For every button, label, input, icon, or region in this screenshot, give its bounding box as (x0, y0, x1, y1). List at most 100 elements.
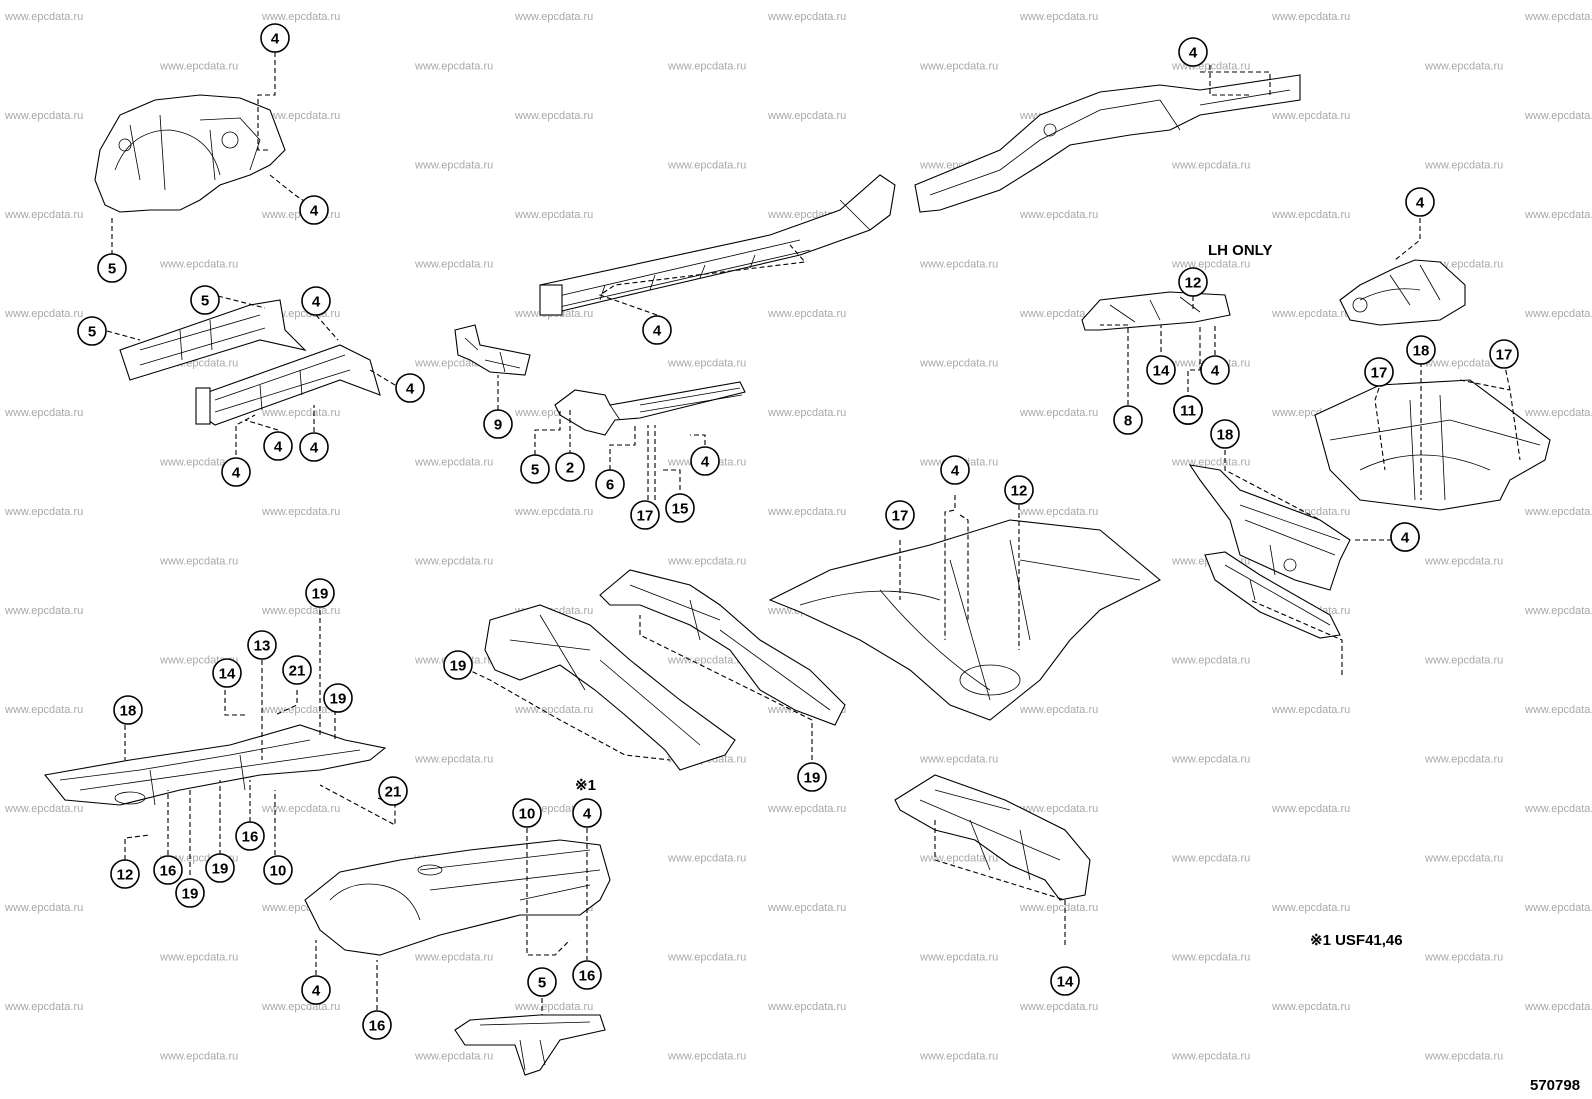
svg-text:4: 4 (701, 454, 710, 471)
watermark: www.epcdata.ru (1171, 655, 1250, 667)
watermark: www.epcdata.ru (1524, 110, 1592, 122)
watermark: www.epcdata.ru (1019, 11, 1098, 23)
callout-19: 19 (443, 650, 473, 680)
callout-16: 16 (235, 821, 265, 851)
watermark: www.epcdata.ru (667, 952, 746, 964)
svg-text:5: 5 (531, 462, 539, 479)
watermark: www.epcdata.ru (4, 704, 83, 716)
callout-19: 19 (175, 878, 205, 908)
watermark: www.epcdata.ru (1019, 506, 1098, 518)
svg-text:21: 21 (289, 663, 306, 680)
callout-9: 9 (483, 409, 513, 439)
part-rear-floor-crossmember-lh (1081, 291, 1231, 331)
svg-text:4: 4 (1416, 195, 1425, 212)
svg-text:17: 17 (1371, 365, 1388, 382)
callout-12: 12 (110, 859, 140, 889)
callout-4: 4 (642, 315, 672, 345)
watermark: www.epcdata.ru (414, 952, 493, 964)
watermark: www.epcdata.ru (4, 506, 83, 518)
part-front-bracket-9 (454, 324, 531, 376)
svg-text:12: 12 (117, 867, 134, 884)
watermark: www.epcdata.ru (414, 160, 493, 172)
callout-12: 12 (1178, 267, 1208, 297)
svg-text:4: 4 (1401, 530, 1410, 547)
part-center-floor-pan (768, 519, 1161, 721)
callout-4: 4 (221, 457, 251, 487)
callout-19: 19 (323, 683, 353, 713)
svg-text:4: 4 (310, 440, 319, 457)
watermark: www.epcdata.ru (667, 853, 746, 865)
svg-text:19: 19 (804, 770, 821, 787)
watermark: www.epcdata.ru (514, 704, 593, 716)
svg-text:5: 5 (108, 261, 116, 278)
svg-text:15: 15 (672, 501, 689, 518)
watermark: www.epcdata.ru (261, 11, 340, 23)
svg-text:4: 4 (653, 323, 662, 340)
watermark: www.epcdata.ru (159, 952, 238, 964)
callout-4: 4 (301, 975, 331, 1005)
svg-text:21: 21 (385, 784, 402, 801)
watermark: www.epcdata.ru (1524, 209, 1592, 221)
watermark: www.epcdata.ru (4, 110, 83, 122)
leader-lines (106, 52, 1521, 1015)
watermark: www.epcdata.ru (1019, 902, 1098, 914)
svg-text:4: 4 (271, 31, 280, 48)
watermark: www.epcdata.ru (1171, 259, 1250, 271)
callout-14: 14 (212, 658, 242, 688)
watermark: www.epcdata.ru (261, 605, 340, 617)
callout-5: 5 (97, 253, 127, 283)
callout-14: 14 (1146, 355, 1176, 385)
part-floor-side-sill (554, 381, 746, 436)
watermark: www.epcdata.ru (159, 61, 238, 73)
watermark: www.epcdata.ru (767, 110, 846, 122)
callout-10: 10 (263, 855, 293, 885)
watermark: www.epcdata.ru (919, 358, 998, 370)
watermark: www.epcdata.ru (767, 803, 846, 815)
callout-5: 5 (520, 454, 550, 484)
svg-text:18: 18 (1413, 343, 1430, 360)
part-rear-crossmember (1188, 464, 1351, 591)
callout-18: 18 (113, 695, 143, 725)
watermark: www.epcdata.ru (1524, 506, 1592, 518)
svg-text:6: 6 (606, 477, 614, 494)
watermark: www.epcdata.ru (1171, 853, 1250, 865)
watermark: www.epcdata.ru (261, 803, 340, 815)
svg-text:12: 12 (1185, 275, 1202, 292)
callout-15: 15 (665, 493, 695, 523)
lh-only-label: LH ONLY (1208, 242, 1272, 259)
part-rocker-outer-14a (484, 604, 736, 771)
svg-text:17: 17 (1496, 347, 1513, 364)
part-rocker-inner-panel (539, 174, 896, 316)
watermark: www.epcdata.ru (1171, 754, 1250, 766)
callout-16: 16 (362, 1010, 392, 1040)
watermark: www.epcdata.ru (159, 1051, 238, 1063)
svg-text:14: 14 (1153, 363, 1170, 380)
callout-5: 5 (190, 285, 220, 315)
svg-text:5: 5 (201, 293, 209, 310)
watermark: www.epcdata.ru (1424, 655, 1503, 667)
watermark: www.epcdata.ru (1271, 704, 1350, 716)
svg-text:4: 4 (232, 465, 241, 482)
callout-18: 18 (1406, 335, 1436, 365)
watermark: www.epcdata.ru (1019, 803, 1098, 815)
svg-text:4: 4 (1189, 45, 1198, 62)
watermark: www.epcdata.ru (1171, 1051, 1250, 1063)
watermark: www.epcdata.ru (261, 407, 340, 419)
part-rear-floor-crossmember-lower (1204, 551, 1341, 639)
svg-text:4: 4 (312, 294, 321, 311)
watermark: www.epcdata.ru (919, 853, 998, 865)
callout-12: 12 (1004, 475, 1034, 505)
svg-text:9: 9 (494, 417, 502, 434)
watermark: www.epcdata.ru (1019, 308, 1098, 320)
svg-text:2: 2 (566, 460, 574, 477)
watermark: www.epcdata.ru (514, 506, 593, 518)
callout-11: 11 (1173, 395, 1203, 425)
callout-4: 4 (301, 286, 331, 316)
watermark: www.epcdata.ru (1271, 11, 1350, 23)
part-rear-floor-pan (1314, 379, 1551, 511)
callout-10: 10 (512, 798, 542, 828)
watermark: www.epcdata.ru (767, 902, 846, 914)
callout-4: 4 (260, 23, 290, 53)
part-rear-side-member (914, 74, 1301, 213)
watermark: www.epcdata.ru (514, 11, 593, 23)
